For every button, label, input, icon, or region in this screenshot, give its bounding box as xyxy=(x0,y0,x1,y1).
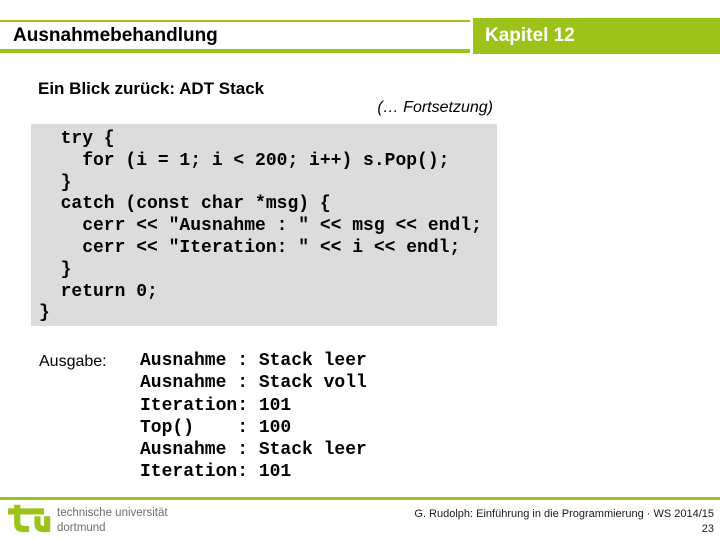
chapter-label: Kapitel 12 xyxy=(485,25,575,46)
footer-credit-block: G. Rudolph: Einführung in die Programmie… xyxy=(414,507,714,537)
output-line: Top() : 100 xyxy=(140,417,292,438)
code-line: } xyxy=(39,303,50,324)
code-line: } xyxy=(39,172,72,193)
course-credit: G. Rudolph: Einführung in die Programmie… xyxy=(414,508,714,520)
tu-dortmund-logo-icon xyxy=(8,503,52,533)
slide-title: Ausnahmebehandlung xyxy=(13,25,218,46)
university-name-line1: technische universität xyxy=(57,507,168,519)
output-line: Iteration: 101 xyxy=(140,395,292,416)
code-line: cerr << "Ausnahme : " << msg << endl; xyxy=(39,216,482,237)
section-heading: Ein Blick zurück: ADT Stack xyxy=(38,79,265,98)
code-line: try { xyxy=(39,129,115,149)
page-number: 23 xyxy=(701,523,714,535)
code-line: return 0; xyxy=(39,281,158,302)
chapter-badge: Kapitel 12 xyxy=(473,18,720,54)
code-line: } xyxy=(39,259,72,280)
code-block: try { for (i = 1; i < 200; i++) s.Pop();… xyxy=(31,124,497,326)
footer-divider xyxy=(0,497,720,500)
program-output: Ausnahme : Stack leer Ausnahme : Stack v… xyxy=(140,350,367,484)
university-name: technische universität dortmund xyxy=(57,506,168,536)
code-line: cerr << "Iteration: " << i << endl; xyxy=(39,237,461,258)
code-line: for (i = 1; i < 200; i++) s.Pop(); xyxy=(39,150,450,171)
output-line: Iteration: 101 xyxy=(140,462,292,483)
output-line: Ausnahme : Stack leer xyxy=(140,440,367,461)
output-line: Ausnahme : Stack leer xyxy=(140,351,367,371)
output-line: Ausnahme : Stack voll xyxy=(140,373,367,394)
slide-title-bar: Ausnahmebehandlung xyxy=(0,20,470,53)
continuation-note: (… Fortsetzung) xyxy=(377,99,493,116)
university-name-line2: dortmund xyxy=(57,522,106,534)
output-label: Ausgabe: xyxy=(39,353,107,370)
code-line: catch (const char *msg) { xyxy=(39,194,331,215)
